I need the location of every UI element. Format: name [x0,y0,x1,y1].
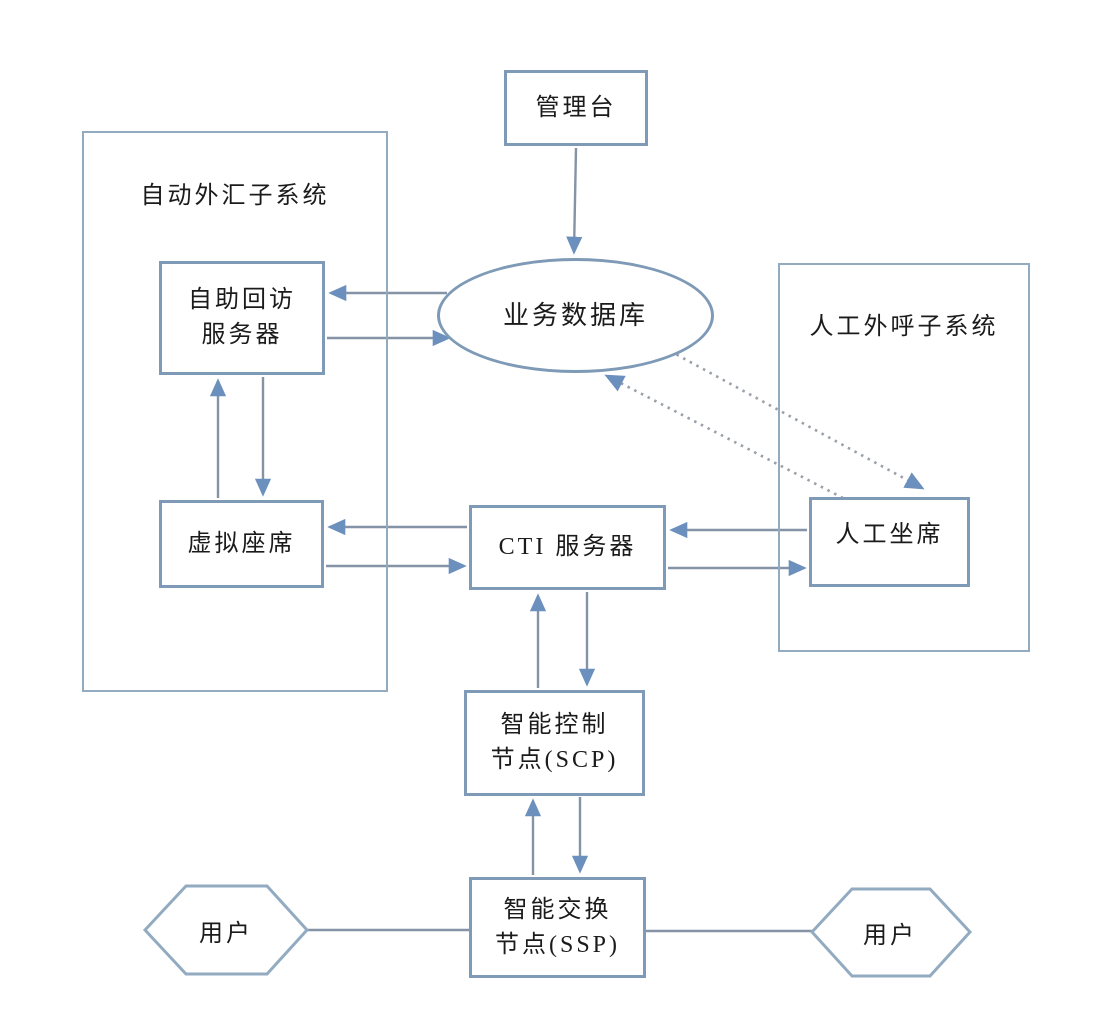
ssp-label-line1: 智能交换 [503,896,612,923]
cti-server-label: CTI 服务器 [498,534,637,561]
edge-management-to-database [566,147,583,255]
container-auto-outbound-subsystem: 自动外汇子系统 [82,131,388,692]
virtual-agent-label: 虚拟座席 [187,530,296,557]
callback-server-label-line1: 自助回访 [188,287,296,314]
manual-agent-label: 人工坐席 [835,522,944,548]
auto-outbound-subsystem-label: 自动外汇子系统 [140,183,330,209]
ssp-label-line2: 节点(SSP) [494,931,621,958]
user-right-label: 用户 [863,923,917,949]
user-left-label: 用户 [199,921,253,947]
callback-server-label-line2: 服务器 [201,322,283,348]
node-virtual-agent: 虚拟座席 [159,500,324,588]
node-business-database: 业务数据库 [437,258,714,373]
management-console-label: 管理台 [535,94,617,121]
node-ssp: 智能交换 节点(SSP) [469,877,646,978]
manual-outbound-subsystem-label: 人工外呼子系统 [809,314,999,340]
business-database-label: 业务数据库 [502,300,648,330]
node-scp: 智能控制 节点(SCP) [464,690,645,796]
node-callback-server: 自助回访 服务器 [159,261,325,375]
node-management-console: 管理台 [504,70,648,146]
container-manual-outbound-subsystem: 人工外呼子系统 [778,263,1030,652]
scp-label-line1: 智能控制 [500,712,609,739]
node-manual-agent: 人工坐席 [809,497,970,587]
scp-label-line2: 节点(SCP) [490,747,619,773]
node-cti-server: CTI 服务器 [469,505,666,590]
